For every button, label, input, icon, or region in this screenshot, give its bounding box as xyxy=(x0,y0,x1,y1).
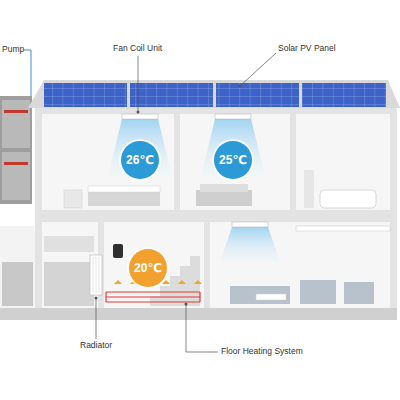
illustration-rect xyxy=(44,83,127,107)
illustration-rect xyxy=(296,114,390,210)
illustration-path xyxy=(106,292,200,302)
illustration-polygon xyxy=(114,280,122,284)
illustration-polyline xyxy=(24,50,31,96)
illustration-rect xyxy=(196,190,252,206)
illustration-rect xyxy=(210,222,390,308)
illustration-rect xyxy=(216,83,299,107)
illustration-rect xyxy=(232,222,268,227)
illustration-rect xyxy=(42,222,98,308)
part-label: Pump xyxy=(2,45,24,54)
illustration-rect xyxy=(2,152,30,200)
illustration-rect xyxy=(130,83,213,107)
illustration-rect xyxy=(200,184,248,192)
illustration-line xyxy=(138,56,139,112)
part-label: Floor Heating System xyxy=(221,347,303,356)
illustration-rect xyxy=(296,226,390,231)
part-label: Radiator xyxy=(80,341,112,350)
illustration-path xyxy=(106,292,200,302)
illustration-rect xyxy=(0,308,397,320)
part-label: Solar PV Panel xyxy=(278,44,336,53)
leader-dots xyxy=(95,85,242,306)
illustration-rect xyxy=(215,114,251,119)
illustration-rect xyxy=(4,110,28,113)
furniture xyxy=(2,170,376,306)
illustration-rect xyxy=(122,114,158,119)
illustration-rect xyxy=(44,236,94,252)
illustration-polygon xyxy=(178,280,186,284)
illustration-rect xyxy=(90,255,102,295)
illustration-rect xyxy=(256,294,286,300)
illustration-polygon xyxy=(28,80,400,108)
illustration-path xyxy=(93,257,99,293)
illustration-rect xyxy=(344,282,374,304)
illustration-polygon xyxy=(162,280,170,284)
illustration-rect xyxy=(88,186,160,192)
illustration-rect xyxy=(230,286,290,304)
illustration-rect xyxy=(4,162,28,165)
heating xyxy=(90,244,202,302)
illustration-rect xyxy=(300,280,336,304)
illustration-rect xyxy=(180,114,290,210)
solar-roof xyxy=(28,80,400,108)
illustration-circle xyxy=(137,111,140,114)
heat-pump xyxy=(0,50,32,204)
illustration-rect xyxy=(302,83,386,107)
temperature-circle: 20℃ xyxy=(129,249,167,287)
illustration-rect xyxy=(44,262,94,306)
temperature-value: 20℃ xyxy=(134,262,162,274)
illustration-line xyxy=(96,298,97,339)
illustration-line xyxy=(240,53,276,86)
leader-lines xyxy=(96,53,276,352)
illustration-rect xyxy=(104,222,204,308)
part-label: Fan Coil Unit xyxy=(113,44,162,53)
illustration-rect xyxy=(304,170,314,208)
illustration-rect xyxy=(320,190,376,208)
illustration-polygon xyxy=(220,227,280,262)
illustration-rect xyxy=(113,244,123,258)
illustration-rect xyxy=(64,190,82,208)
temperature-value: 25℃ xyxy=(219,154,247,166)
illustration-rect xyxy=(0,96,32,204)
illustration-rect xyxy=(88,190,160,206)
illustration-rect xyxy=(35,106,397,320)
temperature-circle: 25℃ xyxy=(214,141,252,179)
temperature-value: 26℃ xyxy=(126,154,154,166)
house-walls xyxy=(0,106,397,320)
temperature-circle: 26℃ xyxy=(121,141,159,179)
illustration-rect xyxy=(2,262,33,306)
illustration-circle xyxy=(95,297,98,300)
illustration-rect xyxy=(0,226,35,308)
illustration-circle xyxy=(239,85,242,88)
illustration-rect xyxy=(2,100,30,148)
illustration-polygon xyxy=(194,280,202,284)
illustration-polyline xyxy=(186,304,218,352)
illustration-circle xyxy=(185,303,188,306)
illustration-rect xyxy=(42,114,174,210)
